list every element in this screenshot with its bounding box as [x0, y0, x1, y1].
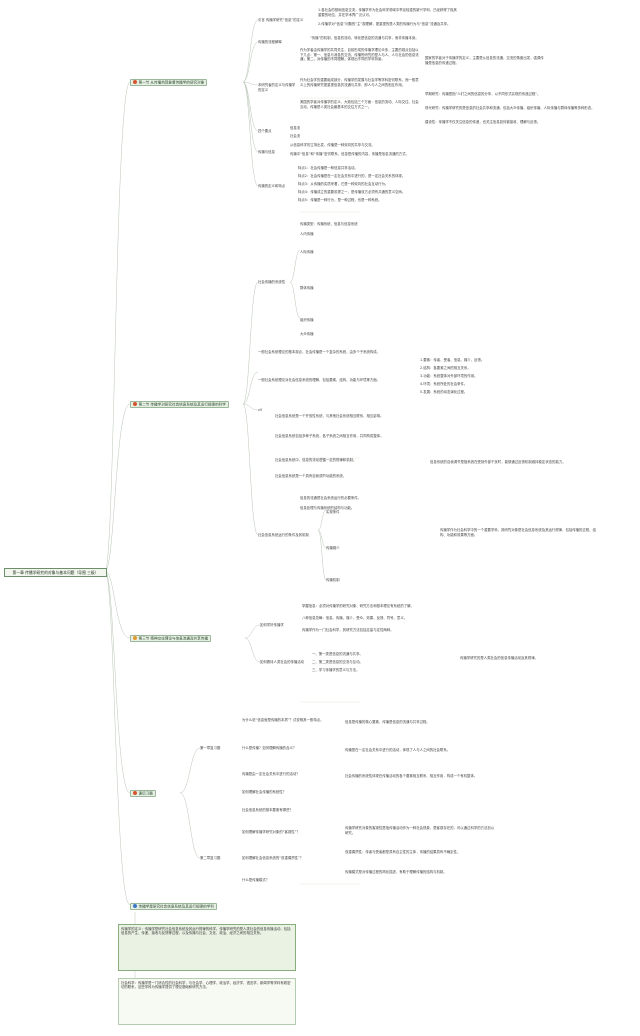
s3-a-note-1: 掌握信息：必须对传播学的研究对象、研究方法和基本理论有系统的了解。: [302, 604, 414, 608]
section-3-label: 第三节 精神交往理论与信息流通及共享传播: [138, 636, 208, 641]
s1-a-note-2: 2.传播学对“信息”问题的“主”观理解，更重视的是人类的传播行为与“信息”流通及…: [318, 22, 451, 26]
s4-branch-b[interactable]: 第二章复习题: [200, 856, 221, 860]
s4-b-note-3: 传播模式是对传播过程的简化描述，有助于理解传播的结构与机制。: [345, 870, 447, 874]
s1-c-note-2: 作为社会学的重要组成部分，传播学的发展与社会学等学科密切联系，而一般意义上的传播…: [300, 78, 419, 87]
section-1-bullet-icon: [133, 80, 137, 84]
s2-d-item-2: 信息处理与传播系统的结构与功能。: [300, 506, 355, 510]
s2-b-side-3: 3.功能：系统整体对外部环境的作用。: [420, 374, 478, 378]
s4-branch-a[interactable]: 第一章复习题: [200, 746, 221, 750]
s1-f-note-5: 特点5：传播是一种行为，是一种过程，也是一种系统。: [298, 198, 382, 202]
section-1-label: 第一节 从传播热现象看传播学的研究对象: [138, 80, 205, 85]
s2-d-sub-3: 传播机制: [326, 578, 340, 582]
s1-branch-d[interactable]: 四个要点: [258, 129, 272, 133]
s3-b-note-3: 三、学习传播学的意义与方法。: [312, 668, 360, 672]
s4-b-item-3: 什么是传播模式？: [242, 878, 270, 882]
s4-b-note-2: 双重偶然性：传者与受者都是具有自主性的主体，传播的结果具有不确定性。: [345, 850, 461, 854]
s2-b-side-2: 2.结构：各要素之间的相互关系。: [420, 366, 471, 370]
section-4-bullet-icon: [133, 791, 137, 795]
s1-c-side: 国家的学者对于传播学的定义，主要是从信息的流通、交流的角度出发，强调传播是信息的…: [425, 56, 544, 65]
s1-c-side2-1: 早期研究：传播是指“人们之间的信息的分享，以不同形式实现的传递过程”。: [425, 92, 541, 96]
s2-a-item-2: 人内传播: [300, 232, 314, 236]
s1-c-note-3: 美国的学者对传播学的定义，大致包括三个方面：信息的流动、人际交往、社会互动，传播…: [300, 100, 419, 109]
s1-branch-c[interactable]: 本研究者的定义与传播学的定义: [258, 83, 296, 92]
section-2-bullet-icon: [133, 402, 137, 406]
section-3-bullet-icon: [133, 636, 137, 640]
s2-branch-c[interactable]: v5: [258, 408, 263, 412]
section-3-node[interactable]: 第三节 精神交往理论与信息流通及共享传播: [130, 635, 211, 642]
s2-b-side-1: 1.要素：传者、受者、信息、媒介、反馈。: [420, 358, 485, 362]
s3-b-note-1: 一、第一类是信息的流通与共享。: [312, 652, 363, 656]
s2-a-item-3: 人际传播: [300, 250, 314, 254]
s3-a-note-2: 八种信息范畴：信息、传播、媒介、受众、效果、反馈、符号、意义。: [302, 616, 408, 620]
s1-b-note: “传播”的机制，信息的流动、转化是信息的流通与共享，而非传播本身。: [310, 36, 419, 40]
s4-a-item-4: 如何理解社会传播的系统性？: [242, 790, 287, 794]
s1-d-item-1: 信息流: [290, 126, 301, 130]
s2-a-item-1: 传播类型：传播系统，信息与信息系统: [300, 222, 358, 226]
s1-c-side2-2: 现代研究：传播学研究的是信息的社会共享和流通，包括大众传播、组织传播、人际传播与…: [425, 106, 595, 110]
s1-e-note-1: 从信息科学的立场出发，传播是一种双向的共享与交流。: [290, 143, 375, 147]
section-1-node[interactable]: 第一节 从传播热现象看传播学的研究对象: [130, 79, 208, 86]
s4-b-item-1: 如何理解传播学研究对象的“客观性”？: [242, 830, 300, 834]
s1-branch-a[interactable]: 引言 传播学研究“信息”的定义: [258, 18, 304, 22]
s4-a-note-1: 信息是传播的核心要素，传播是信息的流通与共享过程。: [345, 720, 430, 724]
s1-d-item-2: 社会流: [290, 134, 301, 138]
s3-b-note-2: 二、第二类是信息的交流与互动。: [312, 660, 363, 664]
section-5-bullet-icon: [133, 904, 137, 908]
s1-c-note-1: 作为学者由传播学的共同关注，目前形成的传播学理论众多，主要的观点包括以下几点：第…: [300, 48, 419, 61]
s2-d-item-1: 信息的流通是社会系统运行的必要条件。: [300, 496, 362, 500]
s4-a-item-2: 什么是传播？如何理解传播的含义？: [242, 746, 297, 750]
s4-a-note-2: 传播是在一定社会关系中进行的活动，体现了人与人之间的社会联系。: [345, 748, 451, 752]
s1-branch-f[interactable]: 传播的定义和特点: [258, 184, 286, 188]
s2-branch-d[interactable]: 社会信息系统运行的条件及其机制: [258, 533, 309, 537]
s4-b-note-1: 传播学研究对象的客观性是指传播活动作为一种社会现象，是客观存在的，可以通过科学的…: [345, 826, 495, 835]
s2-b-note-2: 一般社会系统理论对社会信息系统的理解，包括要素、结构、功能与环境等方面。: [258, 378, 381, 382]
s4-a-item-5: 社会信息系统的基本要素有哪些？: [242, 808, 293, 812]
s4-b-item-2: 如何理解社会信息系统的“双重偶然性”？: [242, 856, 304, 860]
section-5-label: 传播学是研究社会信息系统及其运行规律的学科: [138, 904, 214, 909]
s3-a-note-3: 传播学作为一门社会科学，其研究方法包括定量与定性两种。: [302, 628, 394, 632]
section-5-node[interactable]: 传播学是研究社会信息系统及其运行规律的学科: [130, 903, 217, 910]
section-4-label: 课后习题: [138, 791, 153, 796]
s4-a-note-3: 社会传播的系统性体现在传播活动的各个要素相互联系、相互作用，构成一个有机整体。: [345, 774, 478, 778]
s2-c-side: 信息系统的自我调节是指系统在受到外部干扰时，能够通过反馈机制维持稳定状态的能力。: [430, 460, 566, 464]
s2-d-sub-1: 实现条件: [326, 510, 340, 514]
s1-f-note-1: 特点1：社会传播是一种信息共享活动。: [298, 166, 358, 170]
s2-c-note-2: 社会信息系统包括多种子系统，各子系统之间相互作用，共同构成整体。: [275, 434, 384, 438]
section-2-node[interactable]: 第二节 传播学对研究社会信息系统及其运行规律的科学: [130, 401, 229, 408]
s2-a-item-5: 组织传播: [300, 318, 314, 322]
definition-box: 传播学的定义：传播学是研究社会信息系统及其运行规律的科学。传播学研究的是人类社会…: [118, 924, 296, 971]
s2-branch-a[interactable]: 社会传播的系统性: [258, 280, 286, 284]
s2-c-note-3: 社会信息系统中，信息的流动遵循一定的规律和机制。: [275, 458, 357, 462]
s4-a-item-1: 为什么说“信息就是传播的本质”？试说明其一般特点。: [242, 718, 324, 722]
section-4-node[interactable]: 课后习题: [130, 790, 156, 797]
s4-a-item-3: 传播是由一定社会关系中进行的活动？: [242, 772, 300, 776]
section-2-label: 第二节 传播学对研究社会信息系统及其运行规律的科学: [138, 402, 226, 407]
s1-branch-b[interactable]: 传播的流程解释: [258, 40, 282, 44]
s1-c-side2-3: 建设性：传播学不仅关注信息的传递，也关注信息如何被接收、理解与反馈。: [425, 120, 541, 124]
s1-branch-e[interactable]: 传播与信息: [258, 150, 275, 154]
s2-a-item-4: 群体传播: [300, 286, 314, 290]
s2-d-note: 传播学作为社会科学中的一个重要学科，其研究对象是社会信息系统及其运行规律，包括传…: [440, 528, 596, 537]
s2-c-note-1: 社会信息系统是一个开放性系统，与其他社会系统相互联系、相互影响。: [275, 414, 384, 418]
s2-d-sub-2: 传播媒介: [326, 546, 340, 550]
s1-f-note-2: 特点2：社会传播是在一定社会关系中进行的，是一定社会关系的体现。: [298, 174, 406, 178]
s2-b-side-5: 5.发展：系统的动态演化过程。: [420, 390, 468, 394]
s3-branch-a[interactable]: 如何学好传播学: [260, 623, 284, 627]
social-science-box: 社会科学：传播学是一门综合性的社会科学，与社会学、心理学、政治学、经济学、语言学…: [118, 978, 296, 1025]
s1-e-note-2: 传播中“信息”和“传播”密切联系，信息是传播的内容，传播是信息流通的方式。: [290, 152, 409, 156]
root-node[interactable]: 第一章 传播学研究的对象与基本问题（导图 三级）: [4, 568, 107, 577]
s1-f-note-3: 特点3：从传播的实质来看，它是一种双向的社会互动行为。: [298, 182, 389, 186]
s3-branch-b[interactable]: 如何看待人类社会的传播活动: [260, 660, 305, 664]
s2-b-side-4: 4.环境：系统所处的社会条件。: [420, 382, 468, 386]
s1-a-note-1: 1.各社会的基础信息交流，传播学作为社会科学领域中举足轻重的新兴学科，已经获得了…: [318, 8, 457, 17]
s3-b-side: 传播学研究的是人类社会的信息传播活动及其规律。: [460, 656, 538, 660]
s2-b-note-1: 一般社会系统理论的基本观点，社会传播是一个复杂的系统，由多个子系统构成。: [258, 350, 381, 354]
s2-a-item-6: 大众传播: [300, 332, 314, 336]
s1-f-note-4: 特点4：传播成立的重要前提之一，是传播双方必须有共通的意义空间。: [298, 190, 406, 194]
s2-c-note-4: 社会信息系统是一个具有自我调节功能的系统。: [275, 474, 347, 478]
